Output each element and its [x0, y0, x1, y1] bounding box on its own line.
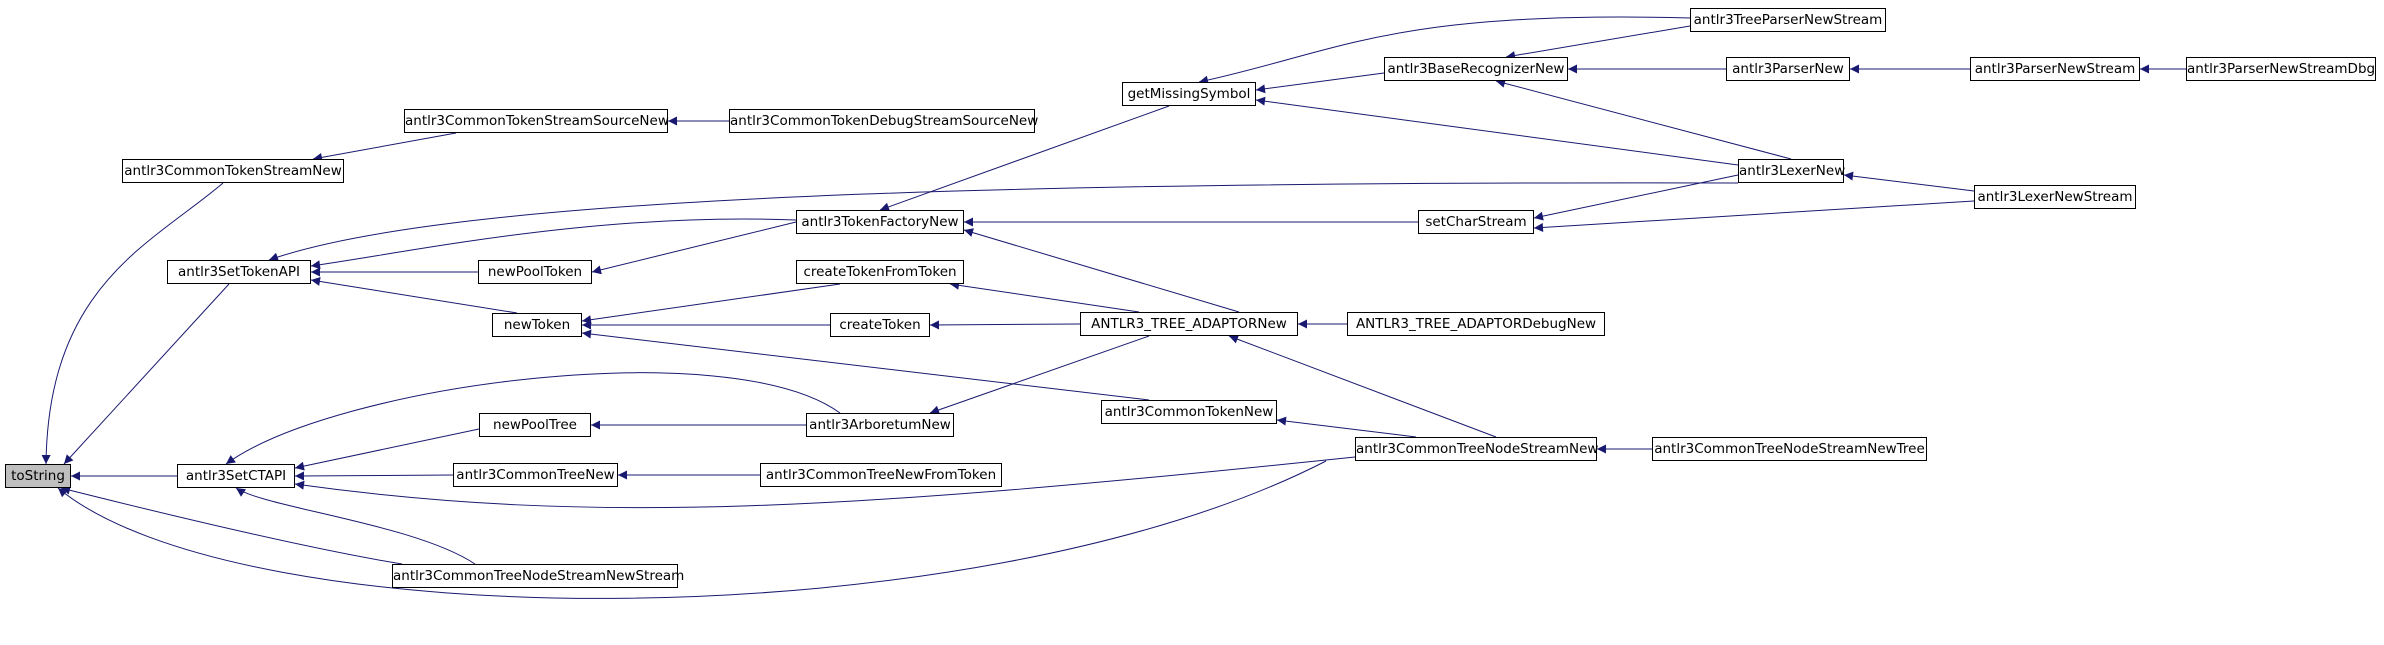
edge-baseRecognizerNew-to-getMissingSymbol — [1255, 72, 1385, 94]
node-create-token[interactable]: createToken — [830, 313, 930, 337]
edge-streamSourceNew-to-streamNew — [312, 132, 457, 162]
edge-nodeStreamNew-to-setCTAPI — [294, 456, 1356, 509]
node-antlr3-common-token-stream-new[interactable]: antlr3CommonTokenStreamNew — [122, 159, 344, 183]
node-antlr3-common-token-debug-stream-source-new[interactable]: antlr3CommonTokenDebugStreamSourceNew — [729, 109, 1038, 133]
edge-tokenFactoryNew-to-newPoolToken — [591, 221, 797, 275]
node-antlr3-parser-new-stream[interactable]: antlr3ParserNewStream — [1970, 57, 2140, 81]
edge-lexerNewStream-to-setCharStream — [1533, 200, 1975, 232]
node-antlr3-arboretum-new[interactable]: antlr3ArboretumNew — [806, 413, 954, 437]
edge-newToken-to-setTokenAPI — [310, 276, 518, 314]
edge-createTokenFromToken-to-newToken — [581, 283, 841, 325]
edge-nodeStreamNew-to-toString — [57, 460, 1327, 599]
edge-commonTokenNew-to-newToken — [581, 329, 1150, 401]
node-antlr3-common-tree-node-stream-new[interactable]: antlr3CommonTreeNodeStreamNew — [1355, 437, 1598, 461]
node-antlr3-parser-new[interactable]: antlr3ParserNew — [1726, 57, 1850, 81]
edge-lexerNew-to-baseRecognizerNew — [1495, 78, 1792, 160]
edge-lexerNewStream-to-lexerNew — [1843, 171, 1975, 192]
edge-tokenFactoryNew-to-setTokenAPI — [310, 218, 797, 270]
edge-treeNew-to-setCTAPI — [294, 471, 454, 481]
edge-newPoolTree-to-setCTAPI — [294, 428, 480, 471]
edge-setTokenAPI-to-toString — [63, 283, 230, 465]
node-antlr3-set-token-api[interactable]: antlr3SetTokenAPI — [167, 260, 311, 284]
edge-nodeStreamNewStream-to-toString — [60, 485, 403, 565]
node-antlr3-lexer-new[interactable]: antlr3LexerNew — [1738, 159, 1845, 183]
node-new-token[interactable]: newToken — [492, 313, 582, 337]
node-antlr3-common-token-new[interactable]: antlr3CommonTokenNew — [1101, 400, 1277, 424]
node-antlr3-common-tree-node-stream-new-stream[interactable]: antlr3CommonTreeNodeStreamNewStream — [392, 564, 684, 588]
node-antlr3-tree-adaptor-debug-new[interactable]: ANTLR3_TREE_ADAPTORDebugNew — [1347, 312, 1605, 336]
edge-getMissingSymbol-to-tokenFactoryNew — [879, 105, 1170, 212]
node-antlr3-set-ctapi[interactable]: antlr3SetCTAPI — [177, 464, 295, 488]
node-get-missing-symbol[interactable]: getMissingSymbol — [1122, 82, 1256, 106]
node-antlr3-common-tree-new-from-token[interactable]: antlr3CommonTreeNewFromToken — [760, 463, 1002, 487]
edge-adaptorNew-to-arboretumNew — [929, 335, 1150, 415]
node-antlr3-common-token-stream-source-new[interactable]: antlr3CommonTokenStreamSourceNew — [404, 109, 669, 133]
node-antlr3-base-recognizer-new[interactable]: antlr3BaseRecognizerNew — [1384, 57, 1568, 81]
edge-treeParserNewStream-to-baseRecognizerNew — [1505, 25, 1691, 60]
edge-lexerNew-to-setTokenAPI — [268, 182, 1739, 262]
edge-lexerNew-to-setCharStream — [1533, 174, 1739, 221]
edge-treeParserNewStream-to-getMissingSymbol — [1198, 16, 1691, 85]
edge-nodeStreamNew-to-commonTokenNew — [1276, 416, 1417, 438]
node-new-pool-tree[interactable]: newPoolTree — [479, 413, 591, 437]
node-antlr3-parser-new-stream-dbg[interactable]: antlr3ParserNewStreamDbg — [2186, 57, 2376, 81]
edge-nodeStreamNewStream-to-setCTAPI — [235, 487, 476, 565]
edge-adaptorNew-to-tokenFactoryNew — [963, 228, 1240, 313]
node-antlr3-lexer-new-stream[interactable]: antlr3LexerNewStream — [1974, 185, 2136, 209]
edge-adaptorNew-to-createTokenFromToken — [949, 280, 1140, 313]
edge-streamNew-to-toString — [41, 182, 224, 465]
edge-lexerNew-to-getMissingSymbol — [1255, 96, 1739, 166]
node-set-char-stream[interactable]: setCharStream — [1418, 210, 1534, 234]
node-antlr3-common-tree-new[interactable]: antlr3CommonTreeNew — [453, 463, 618, 487]
node-antlr3-tree-adaptor-new[interactable]: ANTLR3_TREE_ADAPTORNew — [1080, 312, 1298, 336]
node-antlr3-common-tree-node-stream-new-tree[interactable]: antlr3CommonTreeNodeStreamNewTree — [1652, 437, 1927, 461]
node-new-pool-token[interactable]: newPoolToken — [478, 260, 592, 284]
node-antlr3-token-factory-new[interactable]: antlr3TokenFactoryNew — [796, 210, 964, 234]
edge-arboretumNew-to-setCTAPI — [225, 372, 841, 465]
node-tostring: toString — [5, 464, 71, 488]
node-create-token-from-token[interactable]: createTokenFromToken — [796, 260, 964, 284]
node-antlr3-tree-parser-new-stream[interactable]: antlr3TreeParserNewStream — [1690, 8, 1886, 32]
edge-adaptorNew-to-createToken — [929, 320, 1081, 330]
edge-nodeStreamNew-to-adaptorNew — [1228, 334, 1497, 438]
